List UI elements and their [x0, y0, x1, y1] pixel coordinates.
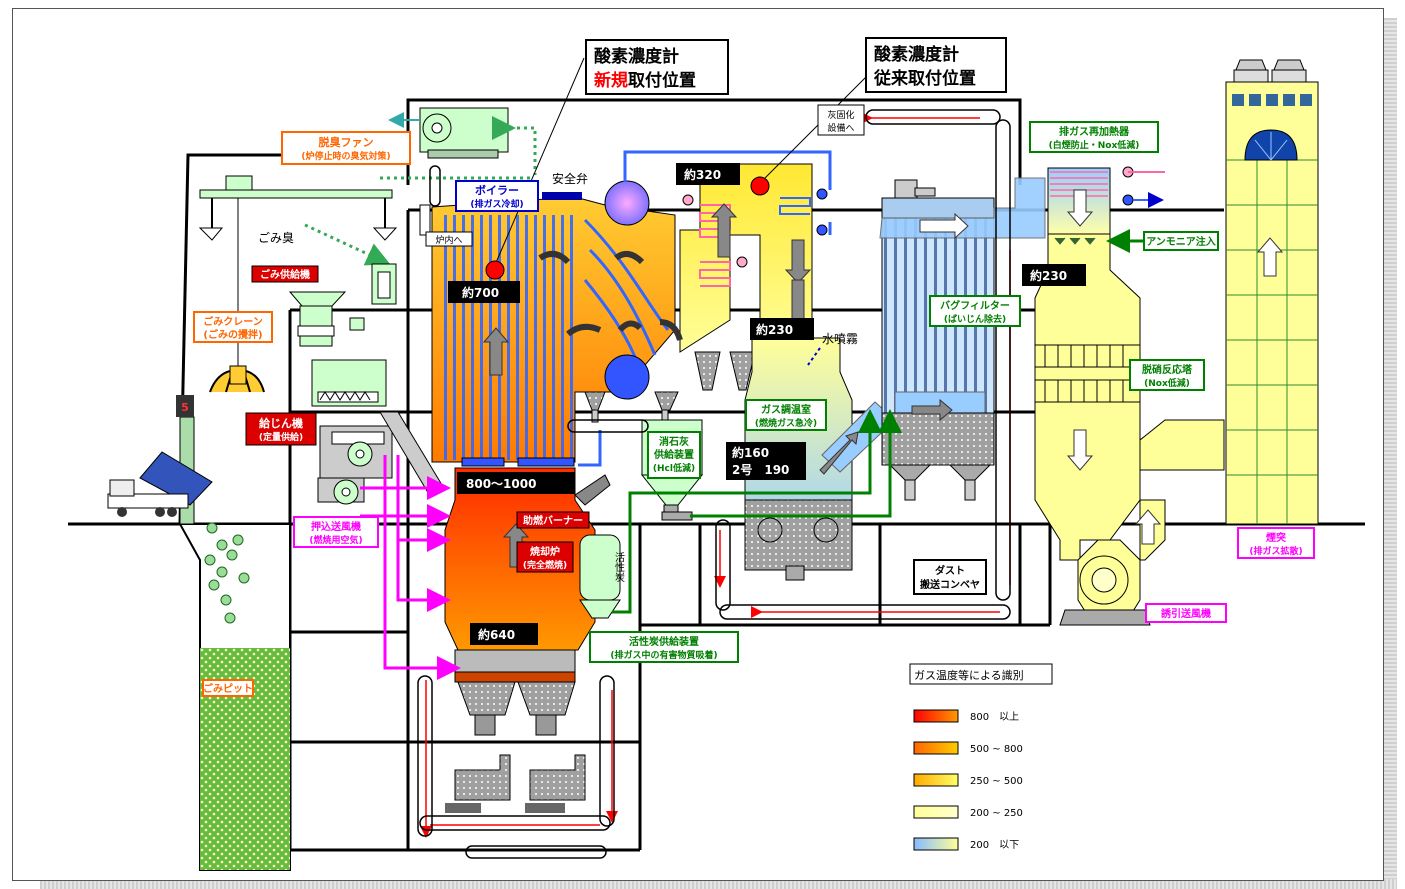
legend-swatch — [914, 838, 958, 850]
label-induced-fan: 誘引送風機 — [1146, 604, 1226, 622]
label-safety-valve: 安全弁 — [552, 171, 588, 186]
label-to-furnace: 炉内へ — [426, 232, 472, 246]
label-lime: 消石灰 供給装置 (Hcl低減) — [648, 432, 700, 478]
callout-new-rest: 取付位置 — [628, 70, 696, 91]
svg-text:(排ガス冷却): (排ガス冷却) — [470, 198, 523, 210]
svg-text:搬送コンベヤ: 搬送コンベヤ — [920, 578, 980, 591]
legend: ガス温度等による識別 800 以上 500 ~ 800 250 ~ 500 200 ~… — [910, 664, 1052, 851]
callout-new-line1: 酸素濃度計 — [594, 46, 679, 67]
legend-title: ガス温度等による識別 — [914, 668, 1024, 682]
svg-text:(定量供給): (定量供給) — [259, 431, 303, 443]
callout-old-line2: 従来取付位置 — [873, 68, 976, 89]
legend-label: 200 以下 — [970, 840, 1019, 851]
svg-text:助燃バーナー: 助燃バーナー — [523, 514, 583, 527]
label-furnace: 焼却炉 (完全燃焼) — [517, 542, 573, 572]
legend-swatch — [914, 742, 958, 754]
label-stack: 煙突 (排ガス拡散) — [1238, 528, 1314, 558]
svg-text:消石灰: 消石灰 — [659, 435, 689, 448]
garbage-pit: ごみピット — [180, 523, 290, 870]
sign-number: 5 — [181, 401, 189, 414]
label-activated-carbon: 活性炭 — [613, 552, 625, 583]
temp-320: 約320 — [684, 167, 721, 182]
svg-text:(ごみの攪拌): (ごみの攪拌) — [203, 328, 262, 341]
label-gas-cool: ガス調温室 (燃焼ガス急冷) — [746, 400, 826, 430]
legend-swatch — [914, 710, 958, 722]
svg-text:供給装置: 供給装置 — [653, 448, 694, 461]
svg-text:(Nox低減): (Nox低減) — [1144, 377, 1190, 389]
svg-text:脱臭ファン: 脱臭ファン — [319, 135, 374, 149]
legend-label: 800 以上 — [970, 711, 1019, 723]
label-denox: 脱硝反応塔 (Nox低減) — [1130, 360, 1204, 390]
temp-640: 約640 — [478, 627, 515, 642]
svg-text:ダスト: ダスト — [935, 564, 965, 577]
callout-new-o2: 酸素濃度計 新規取付位置 — [586, 40, 728, 94]
svg-text:バグフィルター: バグフィルター — [940, 299, 1010, 312]
svg-text:活性炭供給装置: 活性炭供給装置 — [629, 635, 699, 648]
svg-text:排ガス再加熱器: 排ガス再加熱器 — [1059, 125, 1130, 138]
svg-text:灰固化: 灰固化 — [827, 109, 854, 121]
svg-text:(ばいじん除去): (ばいじん除去) — [944, 313, 1006, 325]
svg-text:(燃焼ガス急冷): (燃焼ガス急冷) — [755, 417, 817, 429]
svg-text:(排ガス中の有害物質吸着): (排ガス中の有害物質吸着) — [610, 649, 717, 661]
svg-text:(排ガス拡散): (排ガス拡散) — [1249, 545, 1302, 557]
legend-label: 250 ~ 500 — [970, 776, 1023, 787]
temp-230-denox: 約230 — [1030, 268, 1067, 283]
svg-text:ボイラー: ボイラー — [475, 183, 519, 197]
temp-700: 約700 — [462, 285, 499, 300]
svg-text:(燃焼用空気): (燃焼用空気) — [309, 534, 362, 546]
callout-new-highlight: 新規 — [594, 70, 628, 91]
feeder-equipment — [290, 264, 445, 504]
label-garbage-odor: ごみ臭 — [258, 230, 294, 245]
legend-swatch — [914, 774, 958, 786]
svg-text:ごみ供給機: ごみ供給機 — [260, 268, 310, 281]
label-ac-supply: 活性炭供給装置 (排ガス中の有害物質吸着) — [590, 632, 738, 662]
svg-text:ごみクレーン: ごみクレーン — [203, 315, 263, 328]
label-crane: ごみクレーン (ごみの攪拌) — [194, 312, 272, 342]
pit-label: ごみピット — [203, 682, 253, 695]
svg-text:炉内へ: 炉内へ — [435, 234, 462, 246]
legend-swatch — [914, 806, 958, 818]
callout-old-line1: 酸素濃度計 — [874, 44, 959, 65]
stack — [1226, 60, 1318, 524]
temp-190: 2号 190 — [732, 462, 789, 477]
label-reheat: 排ガス再加熱器 (白煙防止・Nox低減) — [1030, 122, 1158, 152]
svg-text:焼却炉: 焼却炉 — [530, 545, 560, 558]
svg-text:ガス調温室: ガス調温室 — [761, 403, 811, 416]
svg-text:脱硝反応塔: 脱硝反応塔 — [1142, 363, 1193, 376]
svg-text:(完全燃焼): (完全燃焼) — [523, 559, 567, 571]
label-deodor-fan: 脱臭ファン (炉停止時の臭気対策) — [282, 132, 410, 164]
label-dust-conveyor: ダスト 搬送コンベヤ — [914, 560, 986, 594]
svg-text:アンモニア注入: アンモニア注入 — [1146, 235, 1216, 248]
label-feeder: 給じん機 (定量供給) — [246, 413, 316, 445]
svg-text:給じん機: 給じん機 — [259, 416, 303, 430]
temp-800-1000: 800～1000 — [466, 477, 536, 491]
legend-label: 500 ~ 800 — [970, 744, 1023, 755]
svg-text:誘引送風機: 誘引送風機 — [1161, 607, 1211, 620]
svg-text:(Hcl低減): (Hcl低減) — [653, 462, 695, 474]
garbage-truck: 5 — [108, 395, 212, 524]
label-garbage-feeder: ごみ供給機 — [252, 266, 318, 282]
svg-text:新規取付位置: 新規取付位置 — [594, 70, 696, 91]
callout-old-o2: 酸素濃度計 従来取付位置 — [866, 38, 1006, 92]
temp-230-eco: 約230 — [756, 322, 793, 337]
svg-text:押込送風機: 押込送風機 — [311, 520, 361, 533]
label-bag-filter: バグフィルター (ばいじん除去) — [930, 296, 1020, 326]
label-aux-burner: 助燃バーナー — [517, 512, 589, 528]
svg-text:(白煙防止・Nox低減): (白煙防止・Nox低減) — [1049, 139, 1140, 151]
label-push-fan: 押込送風機 (燃焼用空気) — [294, 517, 378, 547]
legend-label: 200 ~ 250 — [970, 808, 1023, 819]
denox-tower — [1035, 167, 1140, 560]
new-o2-sensor — [486, 261, 504, 279]
label-water-spray: 水噴霧 — [822, 332, 858, 346]
svg-text:設備へ: 設備へ — [827, 122, 854, 134]
temp-160: 約160 — [732, 445, 769, 460]
label-ammonia: アンモニア注入 — [1144, 232, 1218, 250]
label-boiler: ボイラー (排ガス冷却) — [456, 181, 538, 211]
svg-text:(炉停止時の臭気対策): (炉停止時の臭気対策) — [301, 150, 390, 162]
label-ash-solid: 灰固化 設備へ — [818, 105, 864, 135]
svg-text:煙突: 煙突 — [1266, 531, 1286, 544]
